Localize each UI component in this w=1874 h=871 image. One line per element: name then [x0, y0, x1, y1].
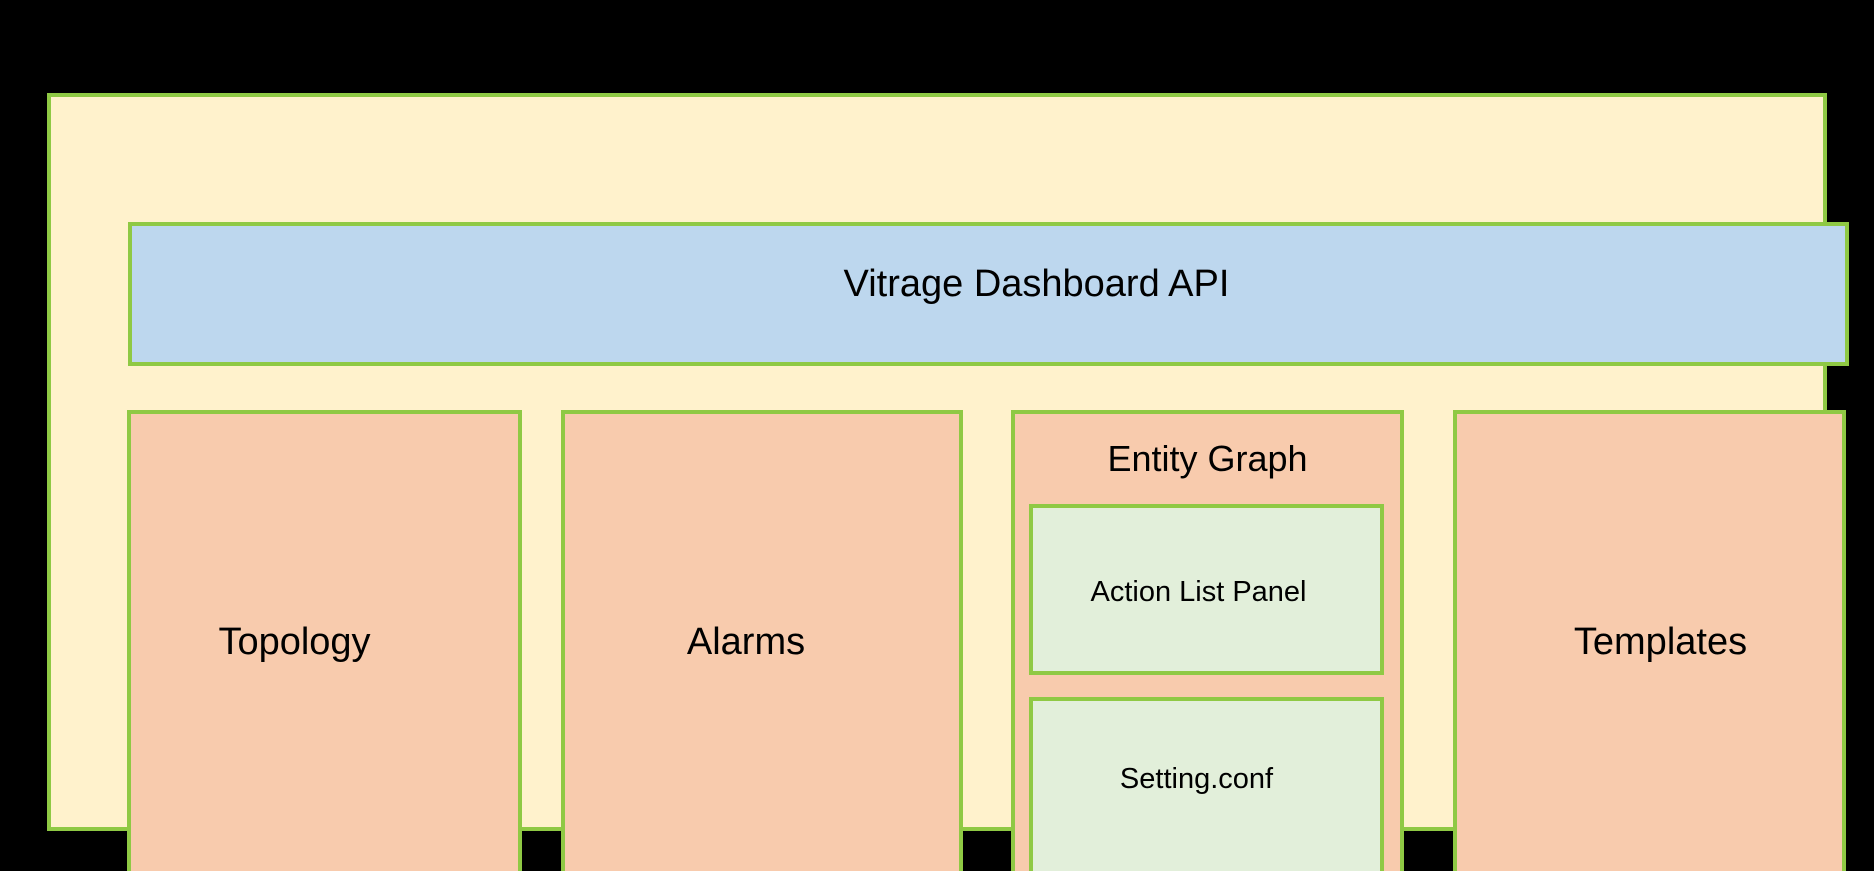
topology-label: Topology	[218, 621, 371, 663]
setting-conf-box: Setting.conf	[1029, 697, 1384, 871]
templates-label: Templates	[1573, 621, 1748, 663]
setting-conf-label: Setting.conf	[1119, 762, 1274, 795]
templates-panel: Templates	[1453, 410, 1846, 871]
topology-panel: Topology	[127, 410, 522, 871]
action-list-panel-box: Action List Panel	[1029, 504, 1384, 675]
vitrage-dashboard-api-box: Vitrage Dashboard API	[128, 222, 1849, 366]
entity-graph-panel: Entity Graph Action List Panel Setting.c…	[1011, 410, 1404, 871]
alarms-label: Alarms	[686, 621, 806, 663]
alarms-panel: Alarms	[561, 410, 963, 871]
vitrage-dashboard-container: Vitrage Dashboard API Topology Alarms En…	[47, 93, 1849, 871]
entity-graph-label: Entity Graph	[1107, 438, 1308, 479]
vitrage-dashboard-api-label: Vitrage Dashboard API	[843, 262, 1230, 305]
action-list-panel-label: Action List Panel	[1090, 576, 1307, 608]
